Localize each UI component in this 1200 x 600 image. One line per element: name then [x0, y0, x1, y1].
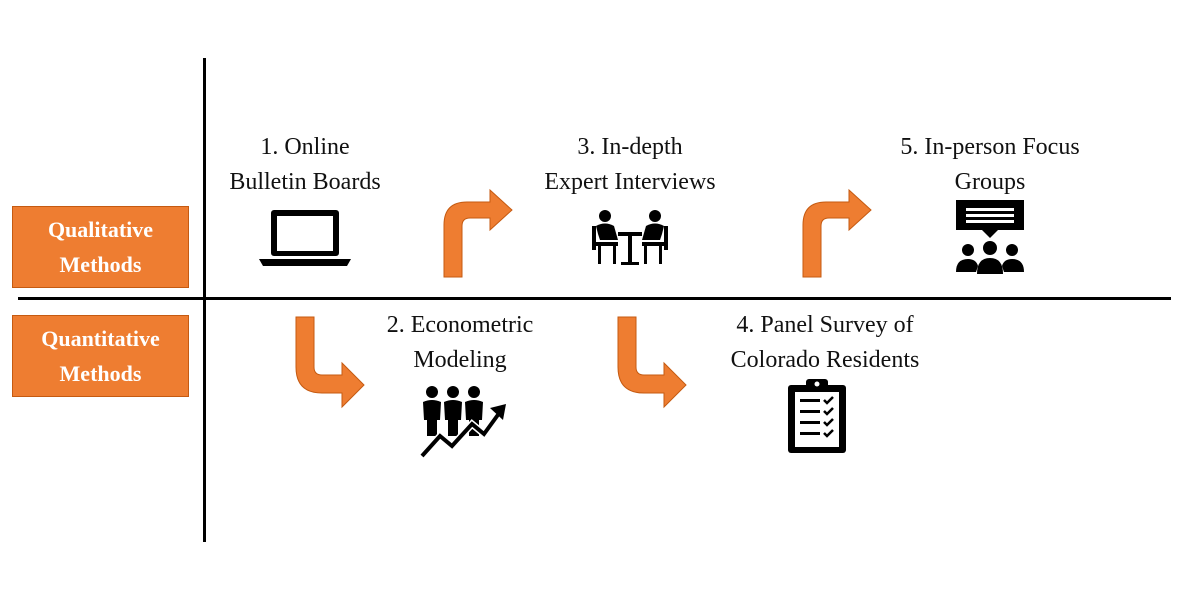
- step-4-line-1: 4. Panel Survey of: [736, 312, 914, 338]
- clipboard-checklist-icon: [788, 379, 846, 453]
- step-2-line-1: 2. Econometric: [386, 312, 534, 338]
- arrow-down-right-2: [617, 316, 687, 409]
- quantitative-label-line-1: Quantitative: [41, 326, 160, 351]
- quantitative-methods-label: Quantitative Methods: [12, 315, 189, 397]
- arrow-down-right-1: [295, 316, 365, 409]
- step-5-title: 5. In-person Focus Groups: [870, 130, 1110, 200]
- step-3-title: 3. In-depth Expert Interviews: [520, 130, 740, 200]
- vertical-axis: [203, 58, 206, 542]
- step-3-line-2: Expert Interviews: [544, 169, 716, 195]
- step-5-line-1: 5. In-person Focus: [900, 134, 1080, 160]
- step-1-line-2: Bulletin Boards: [229, 169, 381, 195]
- quantitative-label-line-2: Methods: [59, 361, 142, 386]
- step-4-line-2: Colorado Residents: [730, 347, 920, 373]
- step-1-line-1: 1. Online: [260, 134, 350, 160]
- qualitative-label-line-2: Methods: [59, 252, 142, 277]
- step-2-line-2: Modeling: [413, 347, 507, 373]
- step-5-line-2: Groups: [954, 169, 1026, 195]
- arrow-up-right-2: [802, 188, 872, 278]
- laptop-icon: [259, 210, 351, 266]
- focus-group-icon: [956, 200, 1024, 274]
- horizontal-axis: [18, 297, 1171, 300]
- people-growth-chart-icon: [419, 386, 506, 459]
- interview-icon: [592, 210, 668, 265]
- step-4-title: 4. Panel Survey of Colorado Residents: [700, 308, 950, 378]
- arrow-up-right-1: [443, 188, 513, 278]
- step-3-line-1: 3. In-depth: [577, 134, 683, 160]
- step-1-title: 1. Online Bulletin Boards: [205, 130, 405, 200]
- qualitative-label-line-1: Qualitative: [47, 217, 154, 242]
- step-2-title: 2. Econometric Modeling: [350, 308, 570, 378]
- qualitative-methods-label: Qualitative Methods: [12, 206, 189, 288]
